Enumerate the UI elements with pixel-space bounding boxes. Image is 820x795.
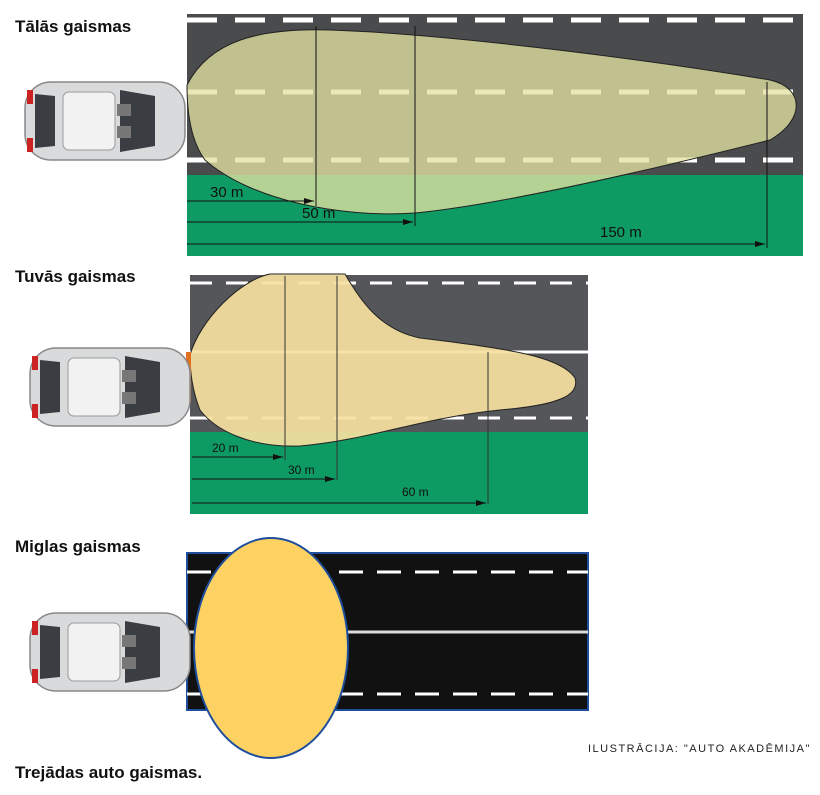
low-beam-light [189, 273, 577, 447]
fog-light-section: Miglas gaismas [15, 537, 589, 759]
car-icon [29, 347, 191, 427]
low-beam-section: Tuvās gaismas 20 m 30 m 60 m [15, 267, 588, 514]
distance-label: 30 m [210, 184, 243, 201]
car-icon [29, 612, 191, 692]
section-title: Tālās gaismas [15, 17, 131, 36]
section-title: Tuvās gaismas [15, 267, 136, 286]
high-beam-light [186, 29, 797, 215]
distance-label: 20 m [212, 441, 239, 455]
illustration-credit: ILUSTRĀCIJA: "AUTO AKADĒMIJA" [588, 743, 811, 755]
car-icon [24, 81, 186, 161]
fog-light-beam [193, 537, 349, 759]
section-title: Miglas gaismas [15, 537, 141, 556]
high-beam-section: Tālās gaismas 30 m 50 m 150 m [15, 14, 803, 256]
distance-label: 60 m [402, 485, 429, 499]
grass [190, 432, 588, 514]
distance-label: 50 m [302, 205, 335, 222]
distance-label: 30 m [288, 463, 315, 477]
caption: Trejādas auto gaismas. [15, 763, 202, 782]
distance-label: 150 m [600, 224, 642, 241]
